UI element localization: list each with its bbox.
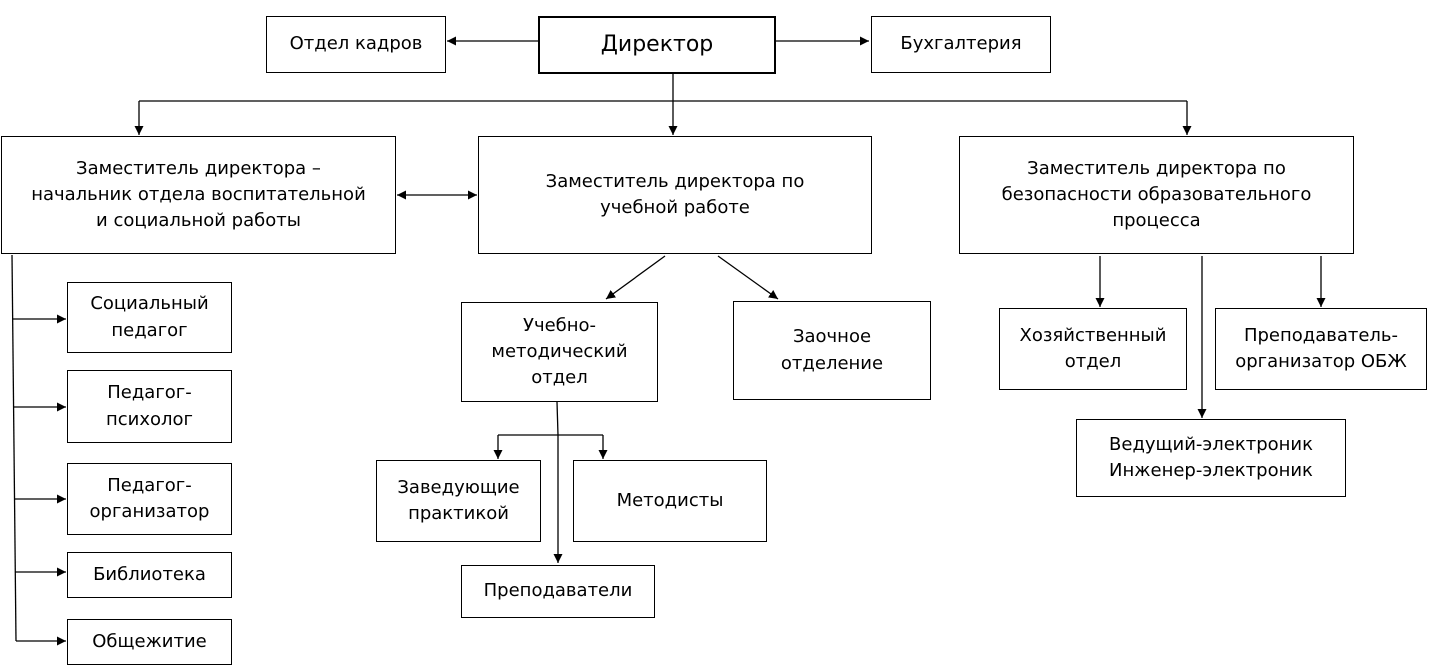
social-pedagogue-line-2: педагог [111,319,188,341]
methodical-department-box: Учебно- методический отдел [461,302,658,402]
accounting-box: Бухгалтерия [871,16,1051,73]
social-pedagogue-box: Социальный педагог [67,282,232,353]
deputy-safety-box: Заместитель директора по безопасности об… [959,136,1354,254]
methodical-department-line-2: методический [491,340,628,362]
director-label: Директор [600,32,714,58]
organizer-line-1: Педагог- [107,474,192,496]
methodical-department-line-1: Учебно- [522,314,597,336]
hr-department-box: Отдел кадров [266,16,446,73]
deputy-safety-line-1: Заместитель директора по [1027,157,1286,179]
maintenance-line-1: Хозяйственный [1019,324,1167,346]
practice-heads-line-1: Заведующие [397,476,520,498]
teachers-box: Преподаватели [461,565,655,618]
deputy-academic-line-1: Заместитель директора по [545,170,805,192]
director-box: Директор [538,16,776,74]
psychologist-line-1: Педагог- [107,382,192,404]
electronics-box: Ведущий-электроник Инженер-электроник [1076,419,1346,497]
electronics-line-1: Ведущий-электроник [1109,433,1313,455]
dormitory-box: Общежитие [67,619,232,665]
arrow-to-methodical-department [605,255,666,300]
psychologist-line-2: психолог [105,408,193,430]
library-box: Библиотека [67,552,232,598]
deputy-academic-line-2: учебной работе [600,197,750,218]
deputy-safety-line-2: безопасности образовательного [1001,183,1312,205]
obzh-teacher-box: Преподаватель- организатор ОБЖ [1215,308,1427,390]
electronics-line-2: Инженер-электроник [1109,460,1313,481]
methodical-department-line-3: отдел [531,367,588,389]
teachers-label: Преподаватели [483,580,633,602]
organizer-box: Педагог- организатор [67,463,232,535]
correspondence-line-1: Заочное [792,326,872,348]
dormitory-label: Общежитие [92,630,207,652]
deputy-educational-social-line-3: и социальной работы [96,210,301,232]
hr-department-label: Отдел кадров [289,33,423,55]
library-label: Библиотека [93,563,206,585]
accounting-label: Бухгалтерия [900,33,1022,55]
obzh-teacher-line-1: Преподаватель- [1243,324,1399,346]
psychologist-box: Педагог- психолог [67,370,232,443]
maintenance-department-box: Хозяйственный отдел [999,308,1187,390]
social-pedagogue-line-1: Социальный [90,293,209,315]
organizer-line-2: организатор [89,501,210,522]
practice-heads-box: Заведующие практикой [376,460,541,542]
connector-left-bus [11,254,17,642]
obzh-teacher-line-2: организатор ОБЖ [1235,351,1407,372]
methodologists-label: Методисты [616,489,724,511]
correspondence-department-box: Заочное отделение [733,301,931,400]
deputy-educational-social-line-1: Заместитель директора – [76,157,321,179]
deputy-academic-box: Заместитель директора по учебной работе [478,136,872,254]
deputy-educational-social-box: Заместитель директора – начальник отдела… [1,136,396,254]
correspondence-line-2: отделение [780,352,884,374]
deputy-safety-line-3: процесса [1112,210,1201,232]
methodologists-box: Методисты [573,460,767,542]
arrow-to-correspondence [717,255,779,300]
maintenance-line-2: отдел [1064,351,1122,372]
connector-methodical-down [556,401,559,436]
deputy-educational-social-line-2: начальник отдела воспитательной [31,183,366,205]
practice-heads-line-2: практикой [408,503,509,524]
